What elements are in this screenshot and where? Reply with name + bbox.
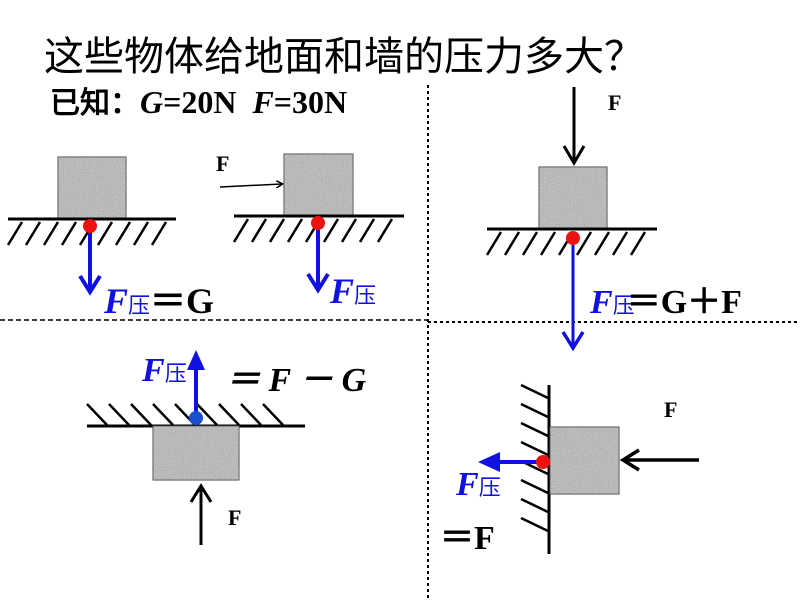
f-value: =30N [273, 84, 348, 120]
pressure-symbol: F [142, 352, 165, 389]
given-prefix: 已知： [50, 86, 140, 121]
contact-point [189, 411, 203, 425]
contact-point [536, 455, 550, 469]
contact-point [83, 219, 97, 233]
panel4-force-label: F [228, 505, 242, 530]
panel3-result: F压＝G＋F [590, 274, 742, 323]
pressure-equation: ＝G＋F [626, 284, 742, 321]
panel2-force-label: F [216, 151, 230, 176]
pressure-subscript: 压 [478, 476, 501, 501]
page-title: 这些物体给地面和墙的压力多大？ [44, 34, 644, 80]
panel-wall-horizontal-force [478, 383, 699, 554]
pressure-arrow-head [478, 452, 500, 472]
panel5-force-label: F [664, 397, 678, 422]
panel4-equation: ＝ F － G [226, 362, 367, 399]
pressure-equation: ＝G [150, 281, 215, 321]
pressure-arrow-head [306, 272, 330, 294]
panel5-pressure-label: F压 [456, 466, 501, 504]
pressure-symbol: F [104, 281, 129, 321]
floor-hatch [485, 231, 647, 256]
wall-hatch [520, 383, 549, 533]
applied-force-arrow-head [619, 448, 640, 472]
pressure-symbol: F [590, 284, 613, 321]
pressure-subscript: 压 [128, 294, 151, 319]
panel4-pressure-label: F压 [142, 352, 187, 390]
f-symbol: F [252, 84, 274, 120]
panel5-equation: ＝F [440, 520, 495, 557]
pressure-arrow-head [78, 274, 102, 296]
floor-hatch [6, 221, 168, 246]
pressure-symbol: F [330, 271, 355, 311]
panel3-force-label: F [608, 90, 622, 115]
panel-ceiling-upward-force [86, 350, 305, 545]
pressure-subscript: 压 [164, 362, 187, 387]
contact-point [311, 216, 325, 230]
applied-force-arrow [219, 184, 282, 187]
panel2-result: F压 [330, 270, 376, 312]
pressure-symbol: F [456, 466, 479, 503]
pressure-arrow-head [561, 331, 585, 352]
g-value: =20N [163, 84, 237, 120]
applied-force-arrow-head [189, 483, 213, 503]
g-symbol: G [140, 84, 164, 120]
ceiling-hatch [86, 403, 284, 426]
applied-force-arrow-head [562, 145, 586, 166]
pressure-subscript: 压 [612, 294, 635, 319]
given-values: 已知：G=20N F=30N [50, 78, 347, 122]
panel-floor-no-force [6, 156, 176, 296]
panel-floor-horizontal-force [219, 153, 404, 294]
pressure-arrow-head [187, 350, 205, 370]
pressure-subscript: 压 [354, 284, 377, 309]
contact-point [566, 231, 580, 245]
panel-floor-downward-force [485, 87, 657, 352]
panel1-result: F压＝G [104, 272, 214, 324]
